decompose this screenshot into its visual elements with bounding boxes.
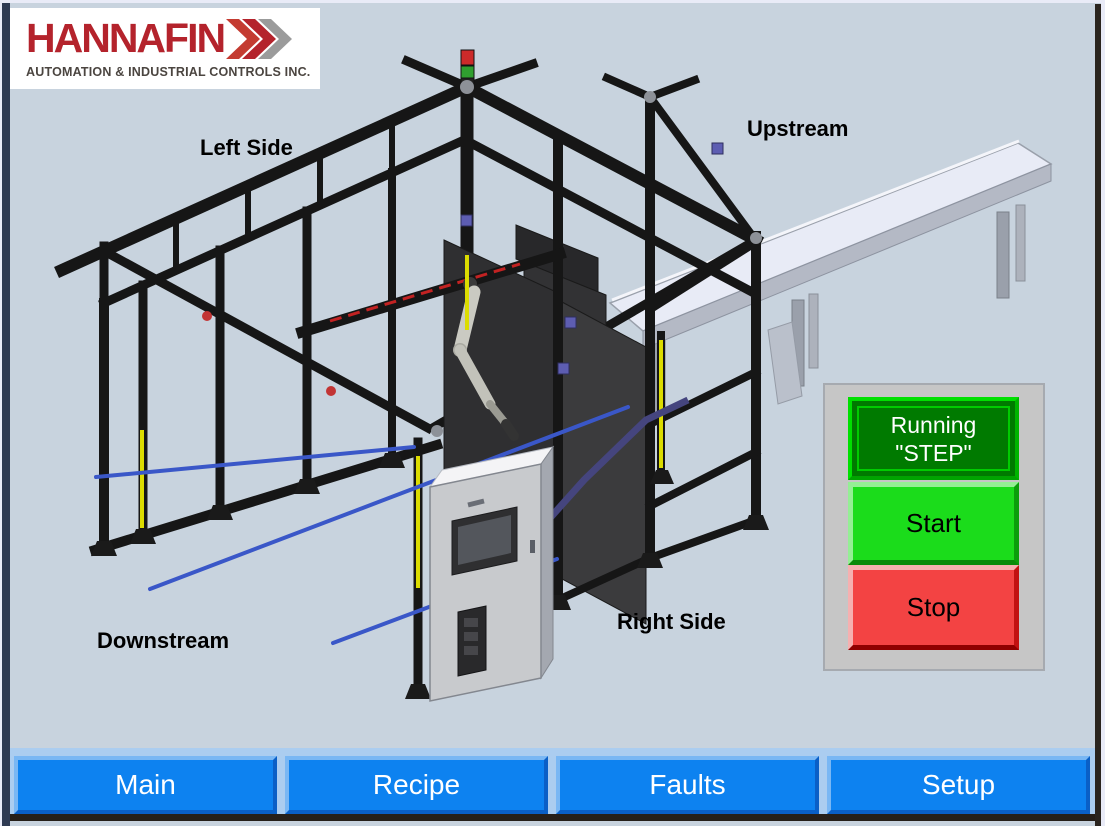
stop-button-label: Stop [906, 592, 961, 622]
control-cabinet [428, 445, 555, 702]
gantry-frame-right-wall [545, 72, 769, 610]
company-logo: HANNAFIN AUTOMATION & INDUSTRIAL CONTROL… [10, 8, 320, 89]
machine-control-panel: Running "STEP" Start Stop [823, 383, 1045, 671]
window-edge-right-outer [1101, 0, 1105, 826]
window-edge-left-outer [0, 0, 2, 826]
logo-tagline: AUTOMATION & INDUSTRIAL CONTROLS INC. [26, 65, 311, 79]
frame-details [202, 80, 803, 437]
running-step-indicator[interactable]: Running "STEP" [848, 397, 1019, 480]
nav-base-strip [10, 814, 1095, 821]
running-indicator-line2: "STEP" [895, 439, 972, 466]
window-edge-right [1095, 4, 1101, 826]
logo-brand-text: HANNAFIN [26, 15, 226, 61]
nav-setup-label: Setup [921, 769, 996, 800]
stop-button[interactable]: Stop [848, 565, 1019, 650]
running-indicator-line1: Running [890, 411, 977, 438]
label-downstream: Downstream [97, 628, 230, 653]
nav-recipe-label: Recipe [372, 769, 461, 800]
robot-arm [453, 277, 519, 441]
nav-button-setup[interactable]: Setup [827, 756, 1090, 814]
light-curtain-posts [140, 255, 674, 699]
nav-button-faults[interactable]: Faults [556, 756, 819, 814]
label-right-side: Right Side [617, 609, 726, 634]
nav-button-recipe[interactable]: Recipe [285, 756, 548, 814]
start-button-label: Start [906, 508, 961, 538]
nav-main-label: Main [115, 769, 176, 800]
nav-button-main[interactable]: Main [14, 756, 277, 814]
label-upstream: Upstream [747, 116, 849, 141]
nav-faults-label: Faults [649, 769, 726, 800]
start-button[interactable]: Start [848, 482, 1019, 565]
logo-chevrons-icon [226, 19, 293, 59]
label-left-side: Left Side [200, 135, 293, 160]
gantry-axis-beam [295, 247, 567, 339]
conveyor [608, 139, 1053, 417]
window-edge-top [0, 0, 1105, 3]
window-edge-left [2, 3, 10, 826]
